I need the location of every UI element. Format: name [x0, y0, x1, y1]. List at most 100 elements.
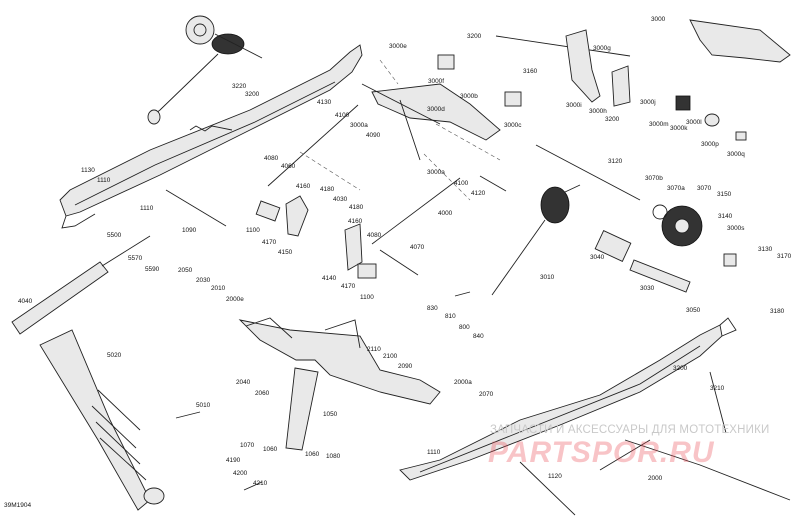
lower-right-slide-rail — [399, 317, 791, 501]
part-callout: 4030 — [333, 196, 348, 203]
part-callout: 3000 — [651, 16, 666, 23]
part-callout: 1110 — [427, 449, 441, 456]
part-callout: 3000f — [428, 78, 444, 85]
part-callout: 3200 — [605, 116, 620, 123]
upper-right-brackets — [565, 19, 791, 141]
part-callout: 3000d — [427, 106, 445, 113]
part-callout: 2010 — [211, 285, 226, 292]
long-rods — [165, 104, 641, 276]
part-callout: 4200 — [233, 470, 248, 477]
part-callout: 1120 — [548, 473, 562, 480]
part-callout: 3000e — [389, 43, 407, 50]
part-callout: 3200 — [673, 365, 688, 372]
part-callout: 3010 — [540, 274, 555, 281]
part-callout: 5590 — [145, 266, 160, 273]
part-callout: 3140 — [718, 213, 733, 220]
part-callout: 2000 — [648, 475, 663, 482]
torsion-spring-center — [491, 184, 581, 296]
part-callout: 5500 — [107, 232, 122, 239]
part-callout: 3000a — [350, 122, 368, 129]
part-callout: 2000a — [454, 379, 472, 386]
part-callout: 1060 — [305, 451, 320, 458]
part-callout: 2030 — [196, 277, 211, 284]
part-callout: 5010 — [196, 402, 211, 409]
part-callout: 4140 — [322, 275, 337, 282]
links-mid — [255, 195, 377, 279]
part-callout: 3000a — [427, 169, 445, 176]
part-callout: 1080 — [326, 453, 341, 460]
part-callout: 830 — [427, 305, 438, 312]
part-callout: 4180 — [320, 186, 335, 193]
part-callout: 4180 — [349, 204, 364, 211]
part-callout: 1050 — [323, 411, 338, 418]
part-callout: 840 — [473, 333, 484, 340]
part-callout: 2090 — [398, 363, 413, 370]
diagram-reference-code: 39M1904 — [4, 502, 32, 509]
part-callout: 3200 — [245, 91, 260, 98]
part-callout: 3000l — [686, 119, 702, 126]
part-callout: 810 — [445, 313, 456, 320]
shock-absorber — [11, 235, 165, 511]
part-callout: 3210 — [710, 385, 725, 392]
part-callout: 3000c — [504, 122, 522, 129]
part-callout: 4080 — [367, 232, 382, 239]
part-callout: 4160 — [348, 218, 363, 225]
part-callout: 4100 — [454, 180, 469, 187]
upper-left-slide-rail — [59, 44, 363, 229]
part-callout: 1070 — [240, 442, 255, 449]
watermark-tagline: ЗАПЧАСТИ И АКСЕССУАРЫ ДЛЯ МОТОТЕХНИКИ — [490, 424, 770, 436]
part-callout: 3000s — [727, 225, 744, 232]
part-callout: 3000m — [649, 121, 669, 128]
part-callout: 2060 — [255, 390, 270, 397]
part-callout: 3040 — [590, 254, 605, 261]
part-callout: 4160 — [296, 183, 311, 190]
part-callout: 3200 — [467, 33, 482, 40]
part-callout: 3000g — [593, 45, 611, 52]
part-callout: 3180 — [770, 308, 785, 315]
part-callout: 3030 — [640, 285, 655, 292]
front-arm-assembly — [238, 317, 441, 451]
part-callout: 4120 — [471, 190, 486, 197]
part-callout: 3070a — [667, 185, 685, 192]
part-callout: 2050 — [178, 267, 193, 274]
part-callout: 4090 — [366, 132, 381, 139]
part-callout: 3000h — [589, 108, 607, 115]
part-callout: 800 — [459, 324, 470, 331]
part-callout: 4210 — [253, 480, 268, 487]
part-callout: 3000b — [460, 93, 478, 100]
part-callout: 5020 — [107, 352, 122, 359]
part-callout: 4080 — [264, 155, 279, 162]
part-callout: 1110 — [140, 205, 154, 212]
part-callout: 4040 — [18, 298, 33, 305]
part-callout: 4130 — [317, 99, 332, 106]
part-callout: 4190 — [226, 457, 241, 464]
part-callout: 4060 — [281, 163, 296, 170]
part-callout: 4170 — [341, 283, 356, 290]
part-callout: 2100 — [383, 353, 398, 360]
bolts — [175, 291, 727, 516]
part-callout: 3000k — [670, 125, 688, 132]
part-callout: 3150 — [717, 191, 732, 198]
part-callout: 1110 — [97, 177, 111, 184]
part-callout: 4170 — [262, 239, 277, 246]
part-callout: 2000e — [226, 296, 244, 303]
upper-idler-wheel-spring — [147, 15, 263, 125]
part-callout: 3220 — [232, 83, 247, 90]
part-callout: 3000j — [640, 99, 656, 106]
watermark-logo: PARTSPOR.RU — [488, 436, 715, 469]
part-callout: 1100 — [246, 227, 260, 234]
part-callout: 4000 — [438, 210, 453, 217]
part-callout: 3170 — [777, 253, 792, 260]
part-callout: 3120 — [608, 158, 623, 165]
part-callout: 1100 — [360, 294, 374, 301]
assembly-guide-lines — [299, 59, 501, 201]
part-callout: 4150 — [278, 249, 293, 256]
part-callout: 4100 — [335, 112, 350, 119]
part-callout: 3160 — [523, 68, 538, 75]
part-callout: 3070b — [645, 175, 663, 182]
part-callout: 3070 — [697, 185, 712, 192]
part-callout: 1130 — [81, 167, 95, 174]
part-callout: 2070 — [479, 391, 494, 398]
part-callout: 2040 — [236, 379, 251, 386]
